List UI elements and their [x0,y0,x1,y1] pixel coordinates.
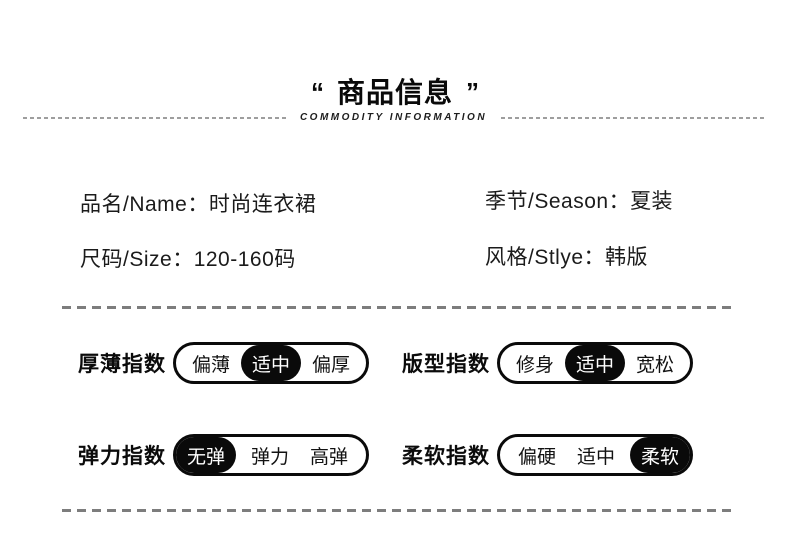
dashed-line-right [501,116,764,119]
close-quote-icon: ” [466,77,479,107]
index-label: 版型指数 [402,353,490,376]
index-option: 弹力 [250,446,289,468]
index-option: 偏薄 [192,354,231,376]
index-label: 柔软指数 [402,445,490,468]
page-title-row: “ 商品信息 ” [0,76,790,110]
info-value: 韩版 [605,246,649,269]
index-scale: 修身 适中 宽松 [497,342,693,384]
page-title: 商品信息 [336,77,453,108]
info-colon: ： [608,190,631,213]
index-option: 适中 [240,345,301,381]
info-label: 品名/Name [80,193,188,216]
index-label: 厚薄指数 [78,353,166,376]
info-item-name: 品名/Name：时尚连衣裙 [80,188,316,218]
index-group-softness: 柔软指数 偏硬 适中 柔软 [402,434,693,476]
dashed-divider [62,509,735,512]
index-label: 弹力指数 [78,445,166,468]
index-scale: 偏硬 适中 柔软 [497,434,693,476]
info-colon: ： [583,246,606,269]
index-option: 适中 [564,345,625,381]
info-label: 风格/Stlye [485,246,584,269]
info-item-season: 季节/Season：夏装 [485,185,673,215]
index-option: 柔软 [629,437,690,473]
info-item-style: 风格/Stlye：韩版 [485,241,648,271]
info-label: 尺码/Size [80,248,173,271]
open-quote-icon: “ [310,77,324,107]
index-group-fit: 版型指数 修身 适中 宽松 [402,342,693,384]
index-scale: 无弹 弹力 高弹 [173,434,369,476]
info-colon: ： [187,193,209,216]
index-option: 高弹 [309,446,348,468]
info-value: 时尚连衣裙 [208,193,317,216]
index-option: 无弹 [176,437,237,473]
index-group-elasticity: 弹力指数 无弹 弹力 高弹 [78,434,369,476]
index-option: 偏厚 [311,354,350,376]
index-option: 宽松 [635,354,674,376]
page-subtitle-row: COMMODITY INFORMATION [23,112,764,123]
info-value: 120-160码 [193,248,296,271]
index-option: 修身 [516,354,555,376]
index-option: 适中 [576,446,615,468]
dashed-line-left [23,116,286,119]
info-value: 夏装 [630,190,674,213]
page-subtitle: COMMODITY INFORMATION [299,112,488,123]
info-item-size: 尺码/Size：120-160码 [80,243,296,273]
dashed-divider [62,306,735,309]
index-group-thickness: 厚薄指数 偏薄 适中 偏厚 [78,342,369,384]
index-scale: 偏薄 适中 偏厚 [173,342,369,384]
index-option: 偏硬 [518,446,557,468]
info-colon: ： [172,248,194,271]
info-label: 季节/Season [485,190,609,213]
